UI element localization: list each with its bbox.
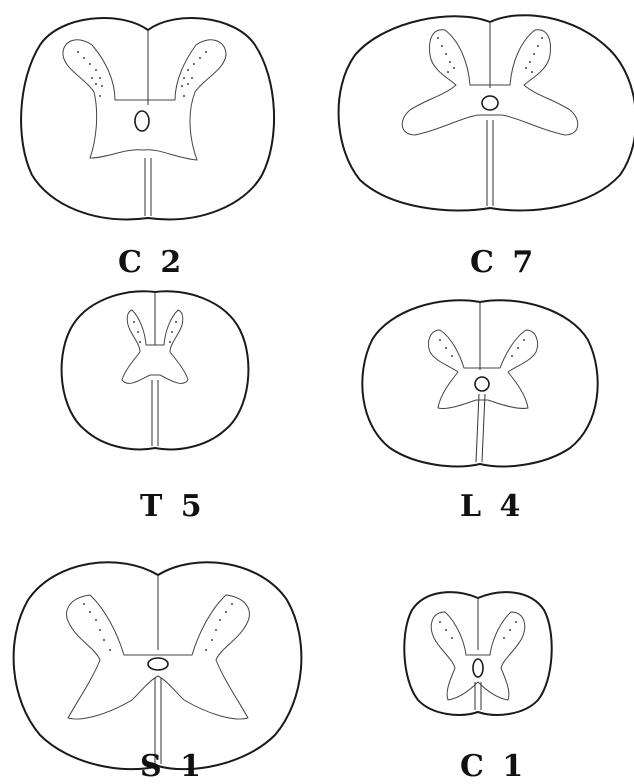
section-l4-central-canal <box>475 377 489 391</box>
section-s1-central-canal <box>148 658 168 670</box>
section-label-c7: C 7 <box>470 248 537 278</box>
section-label-l4: L 4 <box>460 492 524 522</box>
section-label-s1: S 1 <box>140 752 205 782</box>
section-s1-drawing <box>14 562 302 769</box>
section-c1-drawing <box>404 592 551 715</box>
section-c7-central-canal <box>482 96 498 110</box>
section-c7-outline <box>339 15 634 210</box>
section-c2-drawing <box>21 18 274 219</box>
section-c1-central-canal <box>473 659 483 677</box>
section-c2-central-canal <box>135 111 149 131</box>
section-l4-drawing <box>362 300 597 466</box>
section-label-t5: T 5 <box>140 492 206 522</box>
section-t5-drawing <box>62 291 249 449</box>
section-c7-drawing <box>339 15 634 210</box>
section-label-c2: C 2 <box>118 248 185 278</box>
section-label-c1: C 1 <box>460 752 527 782</box>
